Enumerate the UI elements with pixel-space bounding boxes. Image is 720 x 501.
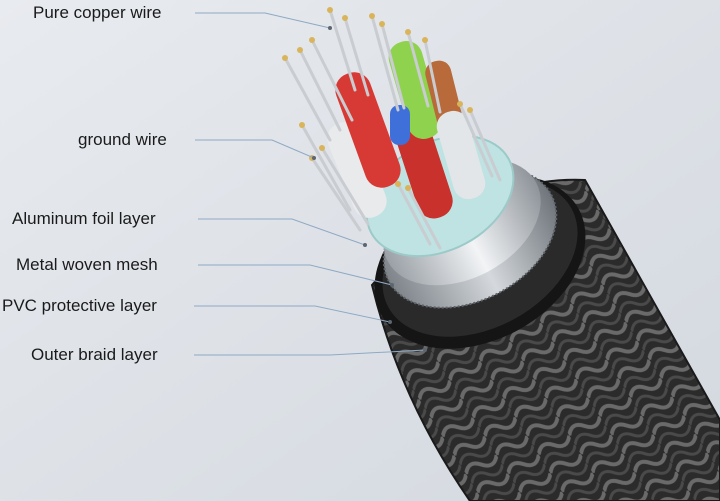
- callout-line-ground: [195, 139, 315, 159]
- copper-strands: [283, 8, 502, 250]
- callout-label-metal-woven-mesh: Metal woven mesh: [16, 255, 158, 274]
- callout-line-mesh: [198, 264, 393, 286]
- red-conductor: [335, 72, 401, 188]
- callout-line-foil: [198, 218, 366, 246]
- callout-line-pvc: [194, 305, 391, 323]
- callout-dots: [312, 26, 427, 352]
- callout-label-pure-copper-wire: Pure copper wire: [33, 3, 162, 22]
- callout-label-outer-braid-layer: Outer braid layer: [31, 345, 158, 364]
- green-conductor: [388, 41, 442, 139]
- conductors: [327, 41, 486, 219]
- white-conductor: [327, 122, 387, 218]
- white-conductor-2: [436, 110, 486, 200]
- callout-label-aluminum-foil-layer: Aluminum foil layer: [12, 209, 156, 228]
- callout-line-braid: [194, 349, 426, 356]
- callout-label-pvc-protective-layer: PVC protective layer: [2, 296, 157, 315]
- callout-label-ground-wire: ground wire: [78, 130, 167, 149]
- callout-lines: [194, 12, 426, 356]
- callout-line-copper: [195, 12, 331, 29]
- blue-conductor: [390, 105, 410, 145]
